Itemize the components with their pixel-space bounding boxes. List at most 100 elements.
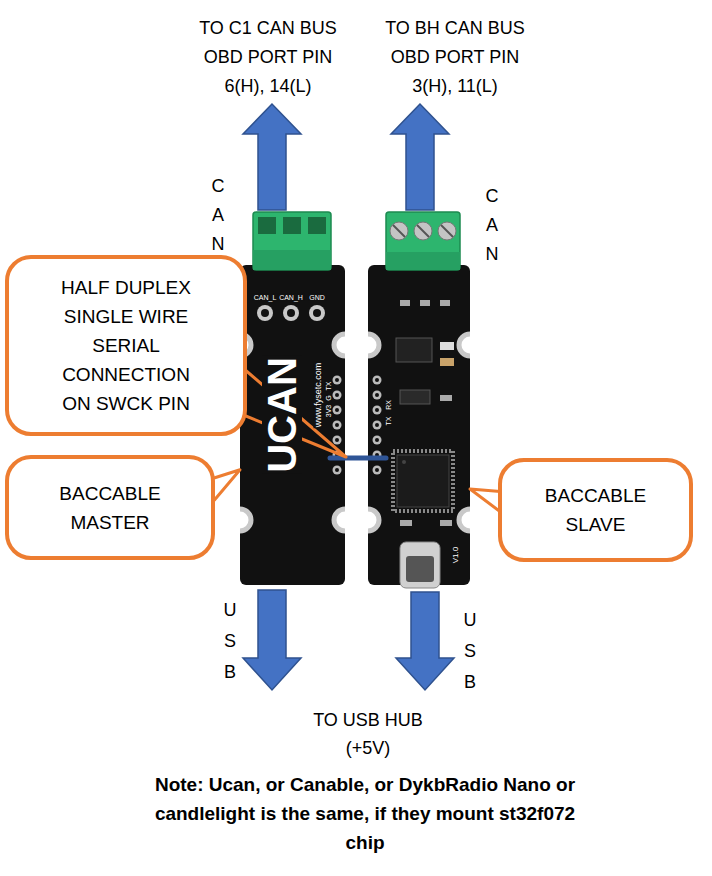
usb-c-connector-part xyxy=(406,556,434,582)
slave-pcb-part xyxy=(396,338,432,362)
slave-terminal xyxy=(386,212,460,270)
master-pcb-part-part xyxy=(335,408,339,412)
callout-text: HALF DUPLEX SINGLE WIRE SERIAL CONNECTIO… xyxy=(56,273,196,418)
pin-name: TX xyxy=(385,416,392,427)
callout-box: BACCABLE MASTER xyxy=(5,455,215,560)
slave-pcb-part xyxy=(393,451,453,511)
slave-pcb-part xyxy=(368,334,470,531)
slave-pcb-part-part xyxy=(459,509,470,531)
slave-pcb-part-part xyxy=(375,468,379,472)
master-pcb-part-part xyxy=(335,378,339,382)
usb-c-connector xyxy=(400,542,440,588)
slave-pcb-part-part xyxy=(375,378,379,382)
slave-pcb-part xyxy=(420,300,430,306)
callout-box: BACCABLE SLAVE xyxy=(498,458,693,562)
slave-pcb-part-part xyxy=(373,391,382,400)
master-terminal-part xyxy=(308,217,326,234)
master-pcb-part xyxy=(261,309,269,317)
slave-terminal-part xyxy=(417,225,429,237)
slave-pcb-part xyxy=(400,390,430,404)
slave-pcb-part xyxy=(400,300,410,306)
slave-pcb-part-part xyxy=(368,334,379,356)
pin-name: TX xyxy=(325,381,332,392)
usb-arrow-part xyxy=(396,592,454,690)
slave-terminal-part xyxy=(390,222,408,240)
slave-terminal-part xyxy=(393,225,405,237)
master-pcb-part-part xyxy=(335,468,339,472)
master-terminal-part xyxy=(253,250,331,270)
slave-pcb-part-part xyxy=(375,393,379,397)
pin-name: CAN_L xyxy=(253,294,278,301)
slave-pcb-part-part xyxy=(373,466,382,475)
slave-pcb-part xyxy=(440,358,454,366)
slave-pcb-part-part xyxy=(373,376,382,385)
slave-terminal-part xyxy=(386,252,460,270)
slave-pcb-part xyxy=(440,300,450,306)
master-pcb-part xyxy=(287,309,295,317)
board-version: V1.0 xyxy=(452,546,460,564)
master-board: UCANwww.fysetc.com xyxy=(240,265,345,585)
slave-terminal-part xyxy=(386,212,460,270)
pin-name: RX xyxy=(385,399,392,411)
master-pcb-part xyxy=(240,265,345,585)
master-pcb-part-part xyxy=(333,391,342,400)
port-label: U S B xyxy=(221,595,239,688)
master-pcb-part-part xyxy=(240,509,251,531)
master-pcb-part-part xyxy=(333,421,342,430)
master-terminal-part xyxy=(253,212,331,270)
port-label: U S B xyxy=(461,605,479,698)
pin-name: GND xyxy=(308,294,326,301)
master-pcb-part-part xyxy=(333,376,342,385)
master-pcb-part xyxy=(283,305,299,321)
can-arrow-part xyxy=(391,104,449,210)
slave-pcb-part-part xyxy=(373,421,382,430)
master-pcb-part-part xyxy=(335,393,339,397)
slave-pcb-part xyxy=(400,520,412,526)
slave-pcb xyxy=(357,265,481,585)
note: Note: Ucan, or Canable, or DykbRadio Nan… xyxy=(145,770,585,857)
usb-arrow xyxy=(243,590,454,690)
slave-pcb-part xyxy=(402,460,406,464)
master-pcb-part-part xyxy=(335,438,339,442)
master-terminal-part xyxy=(258,217,276,234)
master-pcb-part xyxy=(240,334,345,531)
slave-pcb-part-part xyxy=(375,423,379,427)
master-terminal-part xyxy=(283,217,301,234)
board-url: www.fysetc.com xyxy=(314,362,323,429)
can-arrow xyxy=(243,104,449,210)
slave-pcb-part xyxy=(397,455,449,507)
pin-name: 3V3 xyxy=(325,404,332,418)
slave-terminal-part xyxy=(414,222,432,240)
usb-c-connector-part xyxy=(400,542,440,588)
master-pcb-part-part xyxy=(333,406,342,415)
callout-text: BACCABLE MASTER xyxy=(35,479,185,537)
slave-pcb-part xyxy=(440,520,452,526)
usb-arrow-part xyxy=(243,590,301,690)
master-pcb-part-part xyxy=(333,466,342,475)
slave-pcb-part xyxy=(440,395,452,401)
callout-box: HALF DUPLEX SINGLE WIRE SERIAL CONNECTIO… xyxy=(5,255,247,436)
slave-terminal-part xyxy=(438,222,456,240)
slave-pcb-part-part xyxy=(368,509,379,531)
slave-pcb-part xyxy=(440,342,454,350)
slave-pcb-part-part xyxy=(373,436,382,445)
bus-destination: TO BH CAN BUS OBD PORT PIN 3(H), 11(L) xyxy=(375,14,535,101)
master-pcb-part xyxy=(257,305,273,321)
master-pcb-part-part xyxy=(333,436,342,445)
slave-pcb-part xyxy=(368,265,470,585)
can-arrow-part xyxy=(243,104,301,210)
slave-board: V1.0 xyxy=(368,265,470,585)
master-pcb xyxy=(229,265,356,585)
slave-pcb-part-part xyxy=(373,406,382,415)
slave-pcb-part-part xyxy=(375,438,379,442)
master-pcb-part-part xyxy=(334,509,345,531)
slave-pcb-part-part xyxy=(459,334,470,356)
slave-pcb-part-part xyxy=(375,408,379,412)
master-pcb-part-part xyxy=(334,334,345,356)
single-wire xyxy=(330,458,386,459)
master-terminal xyxy=(253,212,331,270)
callout-text: BACCABLE SLAVE xyxy=(521,481,671,539)
pin-name: CAN_H xyxy=(278,294,304,301)
port-label: C A N xyxy=(483,182,501,269)
